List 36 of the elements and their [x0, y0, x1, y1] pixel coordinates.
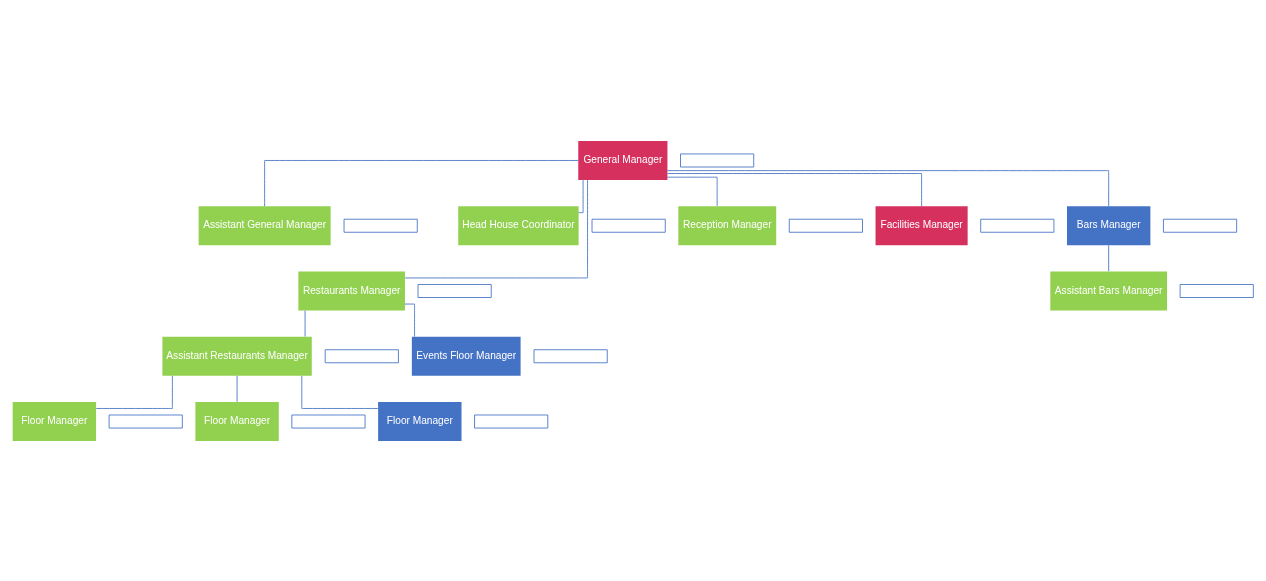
connector	[578, 179, 584, 213]
node-box	[417, 283, 492, 298]
node-box: Floor Manager	[12, 401, 97, 441]
node-box: Bars Manager	[1067, 205, 1151, 245]
node-box: Assistant Restaurants Manager	[162, 336, 312, 376]
node-box	[343, 218, 418, 233]
node-box	[1179, 283, 1254, 298]
node-box	[980, 218, 1055, 233]
node-box	[474, 414, 549, 428]
connector	[667, 172, 923, 206]
node-box	[1163, 218, 1238, 233]
node-box: Events Floor Manager	[411, 336, 521, 376]
node-box: Assistant Bars Manager	[1050, 270, 1168, 311]
node-box: Assistant General Manager	[198, 205, 331, 245]
node-box	[291, 414, 366, 428]
node-box: Floor Manager	[195, 401, 279, 441]
connector	[667, 169, 1110, 207]
connector	[264, 159, 579, 207]
node-box: Head House Coordinator	[458, 205, 579, 245]
node-box	[680, 153, 755, 167]
node-box	[533, 348, 608, 363]
node-box	[324, 348, 399, 363]
node-box	[108, 414, 183, 428]
node-box: Floor Manager	[378, 401, 462, 441]
connector	[667, 176, 718, 206]
node-box: Reception Manager	[678, 205, 777, 245]
connector	[404, 303, 415, 337]
connector	[95, 375, 173, 409]
connector	[1108, 244, 1110, 272]
node-box	[591, 218, 666, 233]
connector	[301, 375, 379, 409]
node-box	[788, 218, 863, 233]
connector	[404, 179, 588, 278]
node-box: Facilities Manager	[875, 205, 968, 245]
node-box: General Manager	[578, 140, 668, 180]
node-box: Restaurants Manager	[298, 270, 405, 311]
